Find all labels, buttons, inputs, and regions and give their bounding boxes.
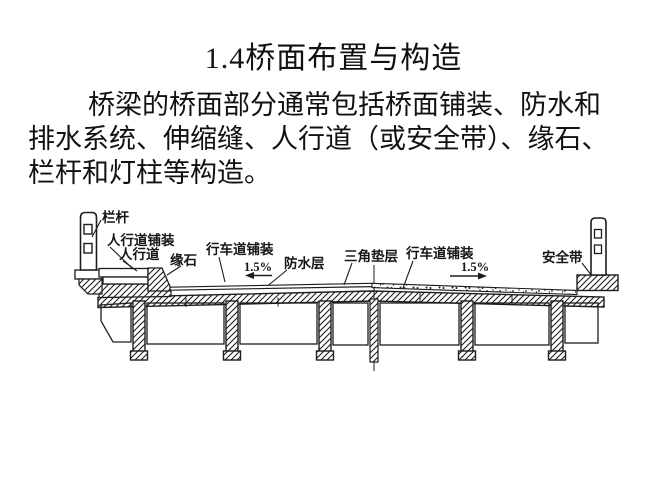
post-hole bbox=[83, 223, 93, 235]
label-waterproof-layer: 防水层 bbox=[284, 255, 325, 271]
safety-strip-block bbox=[576, 274, 619, 292]
label-slope-left: 1.5% bbox=[244, 260, 272, 274]
post-hole bbox=[593, 228, 603, 239]
center-joint-strip bbox=[369, 298, 379, 363]
cantilever-hatch bbox=[78, 278, 103, 295]
leader-roadway-left bbox=[218, 256, 226, 283]
curb-block bbox=[147, 267, 171, 292]
slope-arrow-left bbox=[245, 272, 272, 279]
leader-waterproof bbox=[267, 269, 288, 286]
girder-web bbox=[315, 300, 335, 361]
page-title: 1.4桥面布置与构造 bbox=[204, 42, 463, 75]
diaphragm-outline bbox=[379, 302, 460, 346]
girder-web bbox=[457, 300, 477, 361]
diaphragm-outline bbox=[474, 302, 550, 346]
label-curb: 缘石 bbox=[170, 252, 197, 268]
railing-post bbox=[79, 211, 98, 271]
girder-web bbox=[547, 300, 567, 361]
girder-webs bbox=[129, 300, 567, 361]
leader-lines bbox=[91, 219, 593, 289]
girder-web bbox=[222, 300, 242, 361]
body-line-2: 排水系统、伸缩缝、人行道（或安全带）、缘石、 bbox=[28, 124, 609, 154]
roadway-pavement-stipple bbox=[371, 282, 578, 296]
slope-arrow-right bbox=[450, 272, 487, 280]
diaphragm-outline bbox=[146, 302, 225, 345]
body-line-3: 栏杆和灯柱等构造。 bbox=[28, 158, 271, 188]
diaphragm-outlines bbox=[100, 302, 599, 346]
label-roadway-right: 行车道铺装 bbox=[405, 245, 474, 261]
post-hole bbox=[593, 244, 603, 255]
post-hole bbox=[83, 242, 93, 254]
cantilever-tip bbox=[74, 269, 103, 280]
leader-safety-strip bbox=[581, 262, 593, 277]
body-paragraph: 桥梁的桥面部分通常包括桥面铺装、防水和 排水系统、伸缩缝、人行道（或安全带）、缘… bbox=[0, 88, 667, 190]
sidewalk-pavement-layer bbox=[98, 267, 149, 278]
leader-roadway-right bbox=[402, 260, 414, 289]
label-safety-strip: 安全带 bbox=[542, 249, 583, 265]
leader-triangular-cushion bbox=[343, 262, 353, 286]
girder-web bbox=[129, 300, 149, 361]
center-joint bbox=[369, 265, 379, 371]
label-slope-right: 1.5% bbox=[461, 260, 489, 274]
waterproof-layer-lines bbox=[169, 282, 373, 291]
leader-curb bbox=[166, 265, 182, 276]
label-triangular-cushion: 三角垫层 bbox=[344, 248, 398, 264]
leader-railing bbox=[91, 219, 102, 238]
sidewalk-structure bbox=[74, 267, 172, 299]
label-railing: 栏杆 bbox=[102, 209, 129, 225]
diaphragm-outline bbox=[332, 302, 369, 346]
diaphragm-outline bbox=[100, 302, 132, 343]
diaphragm-outline bbox=[239, 302, 318, 345]
label-sidewalk-pavement: 人行道铺装 bbox=[107, 232, 175, 248]
bridge-deck-cross-section-diagram: 栏杆 人行道铺装 人行道 缘石 行车道铺装 1.5% 防水层 三角垫层 行车道铺… bbox=[74, 209, 619, 371]
label-sidewalk: 人行道 bbox=[119, 246, 160, 262]
sidewalk-slab bbox=[102, 276, 149, 285]
diaphragm-outline bbox=[564, 302, 599, 344]
label-roadway-left: 行车道铺装 bbox=[205, 241, 274, 257]
safety-strip-assembly bbox=[576, 217, 619, 292]
body-line-1: 桥梁的桥面部分通常包括桥面铺装、防水和 bbox=[88, 90, 601, 120]
leader-sidewalk bbox=[122, 260, 138, 272]
